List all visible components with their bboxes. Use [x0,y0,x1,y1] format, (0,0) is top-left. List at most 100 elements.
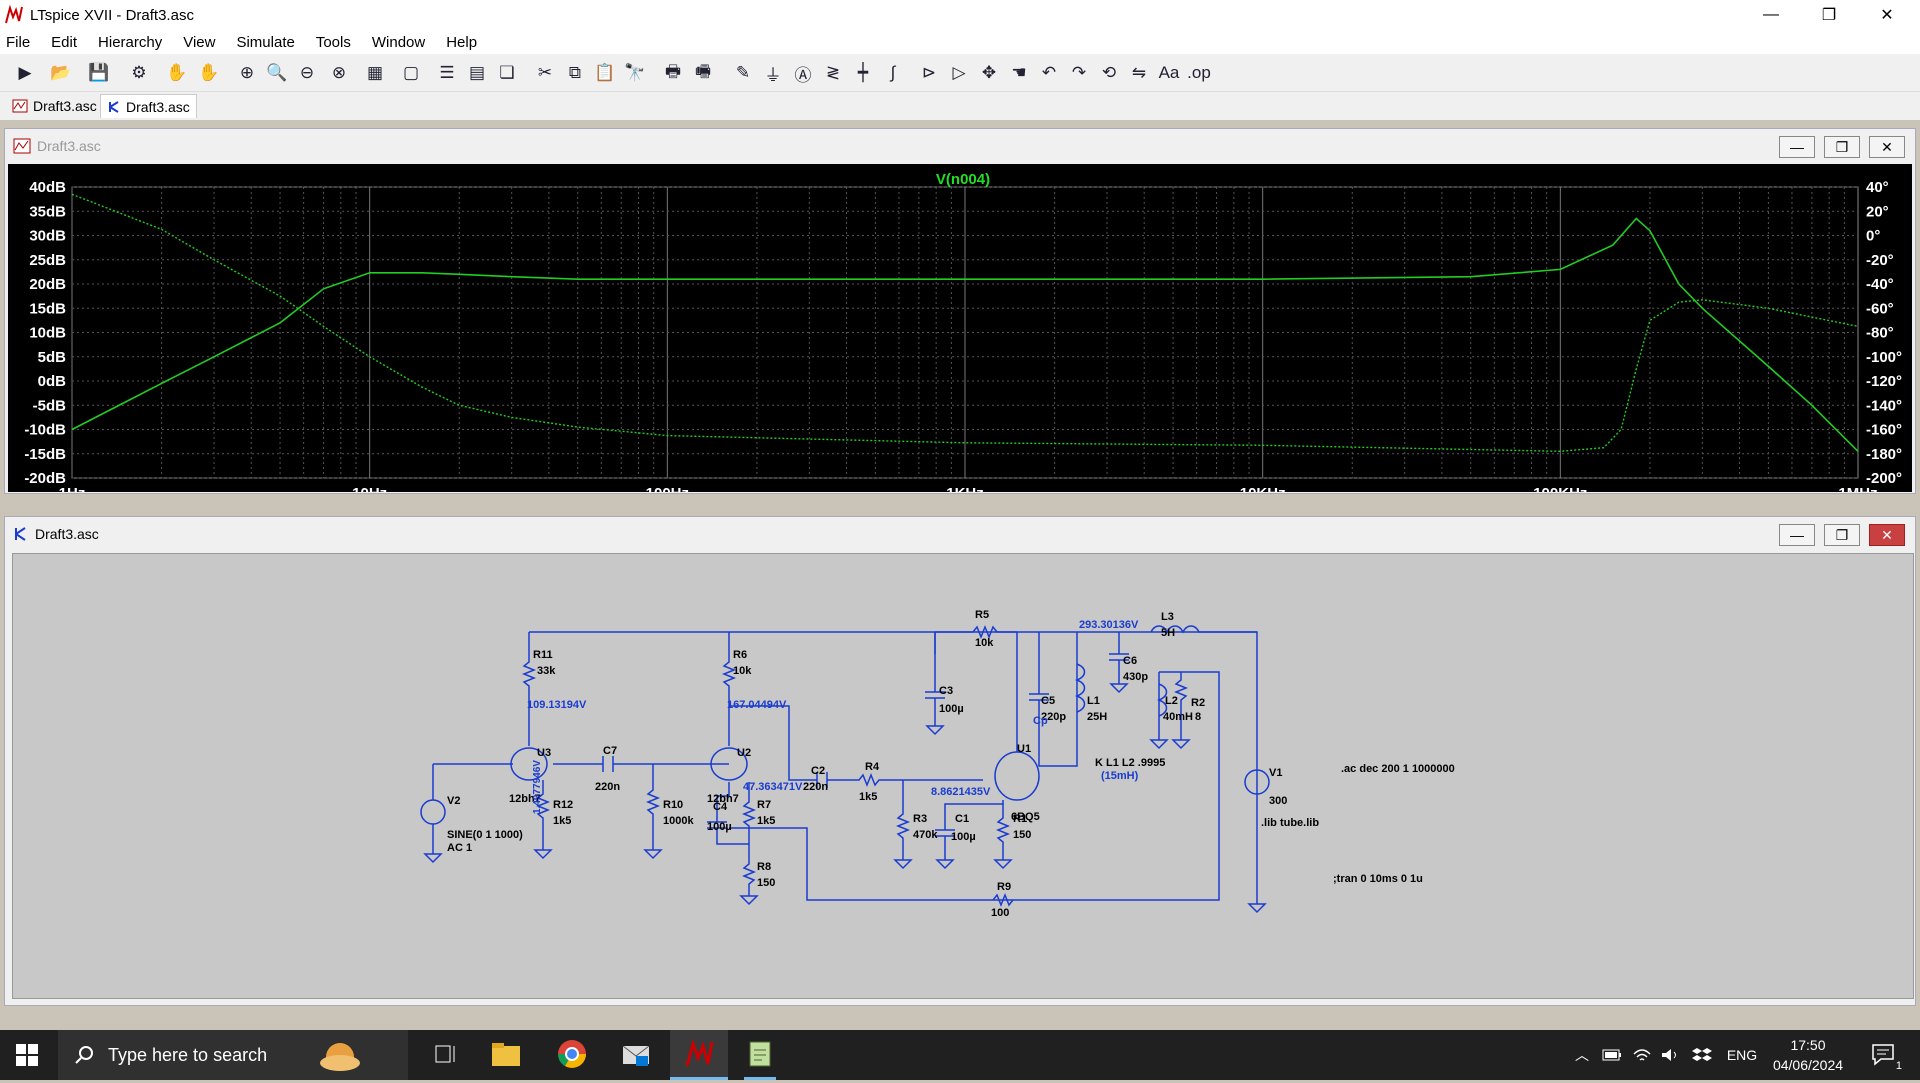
inductor-button[interactable]: ∫ [880,60,906,86]
tray-language[interactable]: ENG [1726,1047,1758,1063]
menu-file[interactable]: File [6,33,31,51]
taskbar-file-explorer[interactable] [490,1038,522,1075]
cascade-button[interactable]: ❏ [494,60,520,86]
component-ref[interactable]: L2 [1165,695,1178,707]
drag-button[interactable]: ☚ [1006,60,1032,86]
resistor-button[interactable]: ≷ [820,60,846,86]
print-button[interactable]: 🖶 [660,60,686,86]
component-value[interactable]: SINE(0 1 1000) [447,829,523,841]
move-button[interactable]: ✥ [976,60,1002,86]
tile-h-button[interactable]: ☰ [434,60,460,86]
redo-button[interactable]: ↷ [1066,60,1092,86]
schematic-restore-button[interactable]: ❐ [1824,524,1860,546]
tile-v-button[interactable]: ▤ [464,60,490,86]
schematic-canvas[interactable]: R1133kR610kR510kC3100µC5220pL125HC6430pL… [12,553,1914,999]
zoom-area-button[interactable]: 🔍 [264,60,290,86]
tray-battery[interactable] [1600,1030,1624,1080]
component-ref[interactable]: C1 [955,813,969,825]
component-ref[interactable]: C3 [939,685,953,697]
component-value[interactable]: 10k [975,637,994,649]
component-ref[interactable]: R2 [1191,697,1205,709]
component-ref[interactable]: R11 [533,649,553,661]
taskbar-notepad[interactable] [744,1038,776,1080]
taskbar-mail[interactable] [620,1038,652,1075]
component-ref[interactable]: L3 [1161,611,1174,623]
component-value[interactable]: 40mH [1163,711,1193,723]
component-ref[interactable]: R1 [1013,813,1027,825]
component-value[interactable]: 12bh7 [707,793,739,805]
notification-center-button[interactable]: 1 [1864,1030,1904,1080]
tray-dropbox[interactable] [1690,1030,1714,1080]
spice-directive-button[interactable]: .op [1186,60,1212,86]
save-button[interactable]: 💾 [86,60,112,86]
tray-volume[interactable] [1658,1030,1682,1080]
schematic-minimize-button[interactable]: — [1779,524,1815,546]
component-ref[interactable]: R3 [913,813,927,825]
tray-show-hidden-button[interactable]: ︿ [1570,1030,1594,1080]
v2-ac-spec[interactable]: AC 1 [447,842,472,854]
waveform-minimize-button[interactable]: — [1779,136,1815,158]
component-value[interactable]: 470k [913,829,938,841]
component-value[interactable]: 100µ [951,831,976,843]
component-value[interactable]: 10k [733,665,752,677]
rotate-button[interactable]: ⟲ [1096,60,1122,86]
component-value[interactable]: 1000k [663,815,694,827]
component-ref[interactable]: R10 [663,799,683,811]
schematic-close-button[interactable]: ✕ [1869,524,1905,546]
component-ref[interactable]: R9 [997,881,1011,893]
autorange-button[interactable]: ▦ [362,60,388,86]
zoom-fit-button[interactable]: ⊗ [326,60,352,86]
component-value[interactable]: 1k5 [859,791,877,803]
search-box[interactable]: Type here to search [58,1030,408,1080]
component-value[interactable]: 6BQ5 [1011,811,1040,823]
component-value[interactable]: 33k [537,665,556,677]
component-ref[interactable]: V1 [1269,767,1282,779]
component-ref[interactable]: L1 [1087,695,1100,707]
zoom-in-button[interactable]: ⊕ [234,60,260,86]
find-button[interactable]: 🔭 [622,60,648,86]
close-button[interactable]: ✕ [1858,0,1916,30]
tray-network[interactable] [1630,1030,1654,1080]
menu-hierarchy[interactable]: Hierarchy [98,33,163,51]
component-value[interactable]: 220n [803,781,828,793]
component-ref[interactable]: C7 [603,745,617,757]
restore-button[interactable]: ❐ [1800,0,1858,30]
menu-view[interactable]: View [183,33,216,51]
component-ref[interactable]: C4 [713,801,728,813]
component-value[interactable]: 150 [1013,829,1031,841]
component-ref[interactable]: U1 [1017,743,1031,755]
waveform-restore-button[interactable]: ❐ [1824,136,1860,158]
magnitude-trace[interactable] [71,217,1859,452]
component-value[interactable]: 220p [1041,711,1066,723]
taskbar-ltspice[interactable] [670,1030,728,1080]
print-preview-button[interactable]: 🖷 [690,60,716,86]
ground-button[interactable]: ⏚ [760,60,786,86]
waveform-close-button[interactable]: ✕ [1869,136,1905,158]
tab-waveform[interactable]: Draft3.asc [6,94,103,118]
component-value[interactable]: 220n [595,781,620,793]
component-ref[interactable]: R7 [757,799,771,811]
paste-button[interactable]: 📋 [592,60,618,86]
component-value[interactable]: 150 [757,877,775,889]
tab-schematic[interactable]: Draft3.asc [100,94,197,118]
spice-directive[interactable]: ;tran 0 10ms 0 1u [1333,873,1423,885]
component-value[interactable]: 5H [1161,627,1175,639]
spice-directive[interactable]: .ac dec 200 1 1000000 [1341,763,1455,775]
start-button[interactable] [16,1044,38,1071]
spice-directive[interactable]: .lib tube.lib [1261,817,1319,829]
component-ref[interactable]: C6 [1123,655,1137,667]
diode-button[interactable]: ⊳ [916,60,942,86]
component-ref[interactable]: R12 [553,799,573,811]
menu-window[interactable]: Window [371,33,426,51]
control-panel-button[interactable]: ⚙ [126,60,152,86]
trace-name[interactable]: V(n004) [936,171,990,188]
text-button[interactable]: Aa [1156,60,1182,86]
component-ref[interactable]: C2 [811,765,825,777]
component-value[interactable]: 100µ [707,821,732,833]
copy-button[interactable]: ⧉ [562,60,588,86]
component-value[interactable]: 100µ [939,703,964,715]
component-value[interactable]: 25H [1087,711,1107,723]
component-ref[interactable]: U2 [737,747,751,759]
halt-button[interactable]: ✋ [164,60,190,86]
